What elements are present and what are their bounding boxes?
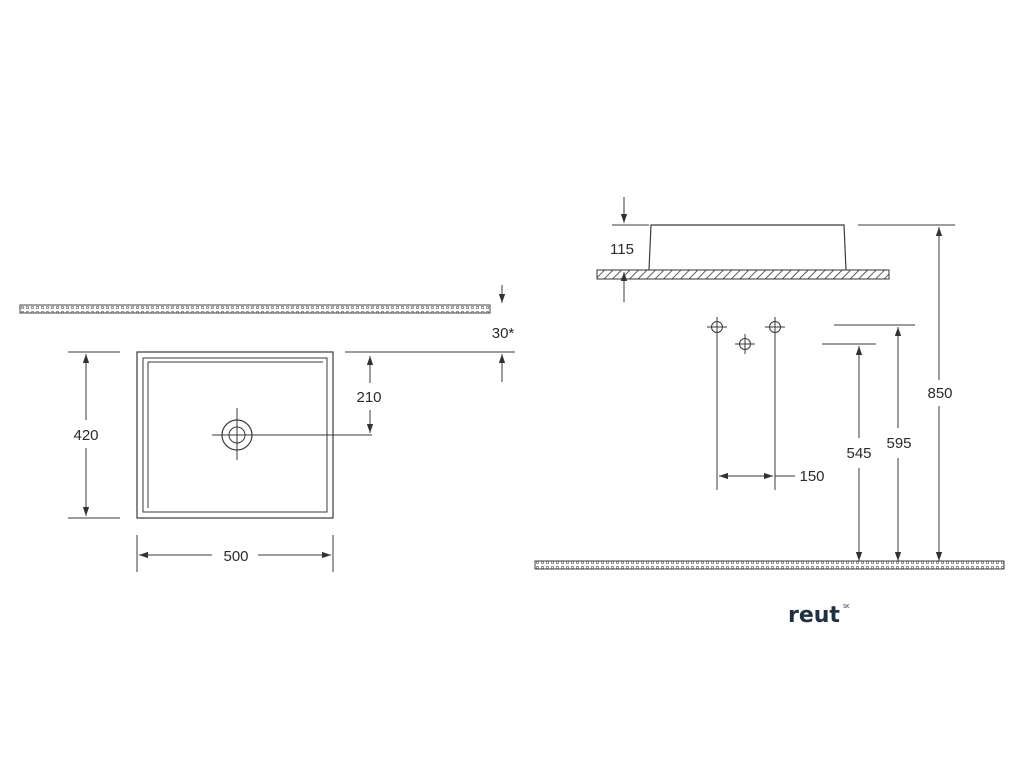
supply-height-label: 595 — [886, 435, 911, 452]
width-label: 500 — [223, 548, 248, 565]
wall-gap-label: 30* — [492, 325, 515, 342]
plan-view: 420 500 210 30* — [19, 285, 515, 572]
brand-logo: reut SK — [788, 603, 850, 628]
basin-height-label: 115 — [610, 241, 634, 258]
waste-height-label: 545 — [846, 445, 871, 462]
waste-height-dimension: 545 — [846, 346, 872, 561]
tap-spacing-label: 150 — [799, 468, 824, 485]
basin-height-dimension: 115 — [610, 197, 649, 302]
tap-spacing-dimension: 150 — [719, 468, 825, 485]
floor-strip — [534, 560, 1005, 570]
drain-offset-label: 210 — [356, 389, 381, 406]
drain-offset-dimension: 210 — [345, 351, 385, 433]
width-dimension: 500 — [136, 535, 334, 572]
wall-gap-dimension: 30* — [385, 285, 515, 382]
supply-point-right — [765, 317, 785, 490]
countertop-slab — [596, 269, 890, 280]
side-view: 115 850 150 — [534, 197, 1005, 570]
brand-name: reut — [788, 603, 840, 628]
drain-symbol — [212, 408, 372, 460]
brand-suffix: SK — [843, 604, 850, 610]
basin-profile — [648, 224, 847, 271]
depth-label: 420 — [73, 427, 98, 444]
supply-height-dimension: 595 — [886, 327, 912, 561]
counter-height-dimension: 850 — [858, 224, 955, 561]
supply-point-left — [707, 317, 727, 490]
wall-strip — [19, 304, 491, 314]
waste-point — [735, 334, 755, 354]
depth-dimension: 420 — [68, 351, 120, 519]
counter-height-label: 850 — [927, 385, 952, 402]
